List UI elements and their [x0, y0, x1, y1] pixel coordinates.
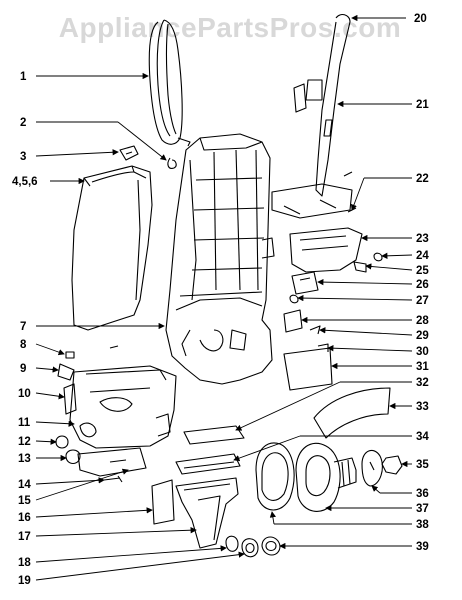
callout-26: 26	[416, 279, 429, 291]
part-39-seal	[261, 536, 281, 556]
part-20-21-handle	[271, 13, 353, 219]
callout-19: 19	[18, 575, 31, 587]
callout-13: 13	[18, 453, 31, 465]
part-2-hook	[167, 157, 177, 169]
callout-10: 10	[18, 388, 31, 400]
part-29-spring	[309, 325, 321, 335]
part-4-5-6-cover-panel	[71, 165, 153, 331]
part-37-motor	[295, 442, 357, 512]
part-9-bracket	[57, 363, 75, 381]
callout-30: 30	[416, 346, 429, 358]
part-10-bracket	[63, 383, 77, 415]
callout-23: 23	[416, 233, 429, 245]
part-3-clip	[119, 145, 139, 161]
part-32-filter-pad	[183, 425, 245, 445]
callout-33: 33	[416, 401, 429, 413]
part-25-clip	[353, 261, 367, 273]
callout-35: 35	[416, 459, 429, 471]
part-18-ring	[225, 535, 239, 552]
callout-18: 18	[18, 557, 31, 569]
callout-1: 1	[20, 71, 27, 83]
callout-29: 29	[416, 330, 429, 342]
callout-8: 8	[20, 339, 27, 351]
callout-15: 15	[18, 495, 31, 507]
part-24-screw	[373, 252, 383, 262]
callout-3: 3	[20, 151, 26, 163]
part-35-nut	[381, 455, 403, 475]
part-31-rear-cover	[283, 347, 333, 391]
leader-lines	[35, 72, 245, 581]
callout-21: 21	[416, 99, 429, 111]
callout-7: 7	[20, 321, 26, 333]
callout-12: 12	[18, 436, 31, 448]
callout-37: 37	[416, 503, 429, 515]
callout-24: 24	[416, 250, 429, 262]
callout-2: 2	[20, 117, 26, 129]
callout-31: 31	[416, 361, 429, 373]
part-7-housing	[165, 133, 275, 385]
part-8-screw	[65, 345, 119, 359]
callout-38: 38	[416, 519, 429, 531]
callout-9: 9	[20, 363, 26, 375]
callout-22: 22	[416, 173, 429, 185]
part-33-guard	[313, 387, 391, 439]
callout-28: 28	[416, 315, 429, 327]
callout-16: 16	[18, 512, 31, 524]
part-17-nozzle	[175, 477, 239, 549]
part-13-wheel	[65, 449, 81, 465]
part-34-filter-pad	[175, 453, 241, 475]
part-27-knob	[289, 294, 299, 304]
part-1-cord	[148, 19, 191, 147]
part-26-switch	[291, 271, 319, 295]
part-11-nozzle-housing	[69, 365, 177, 449]
part-28-switch-block	[283, 309, 303, 333]
callout-11: 11	[18, 417, 31, 429]
callout-14: 14	[18, 479, 31, 491]
callout-39: 39	[416, 541, 429, 553]
callout-labels-right: 20 21 22 23 24 25 26 27 28 29 30 31 32 3…	[414, 13, 429, 553]
watermark: AppliancePartsPros.com	[58, 12, 402, 43]
part-12-wheel	[55, 435, 69, 449]
callout-25: 25	[416, 265, 429, 277]
part-15-screw	[103, 475, 123, 483]
part-16-filter	[151, 479, 175, 525]
callout-32: 32	[416, 377, 429, 389]
part-19-ring	[241, 538, 259, 558]
part-36-disc	[361, 449, 383, 487]
callout-36: 36	[416, 488, 429, 500]
callout-17: 17	[18, 531, 31, 543]
callout-20: 20	[414, 13, 427, 25]
part-38-gasket	[255, 442, 295, 511]
callout-27: 27	[416, 295, 429, 307]
callout-labels-left: 1 2 3 4,5,6 7 8 9 10 11 12 13 14 15 16 1…	[12, 71, 38, 587]
part-23-motor-cover	[289, 227, 363, 273]
part-14-bottom-plate	[77, 447, 147, 477]
callout-4-5-6: 4,5,6	[12, 176, 38, 188]
callout-34: 34	[416, 431, 429, 443]
